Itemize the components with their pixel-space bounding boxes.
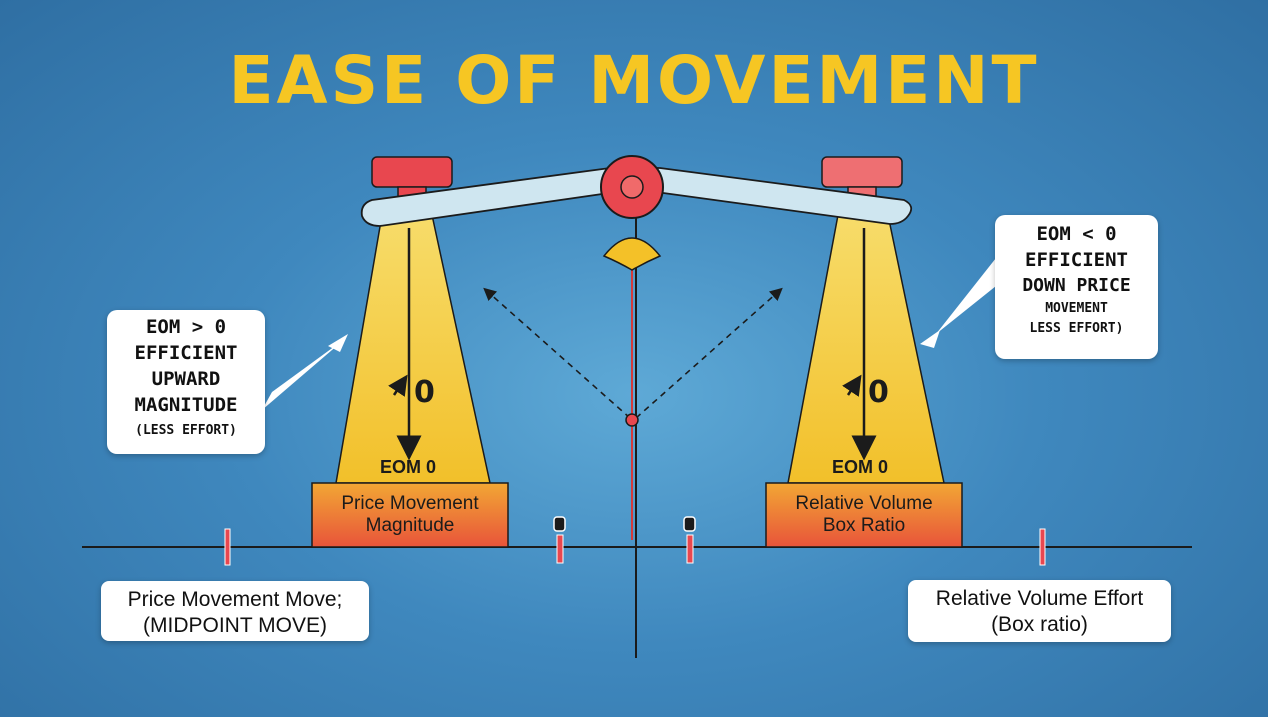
bottom-left-note: Price Movement Move; (MIDPOINT MOVE) xyxy=(101,581,369,641)
right-arrow-zero-label: 0 xyxy=(868,375,889,410)
right-callout-line: MOVEMENT xyxy=(1045,301,1108,316)
axis-tick xyxy=(686,534,694,564)
pivot-hub xyxy=(620,175,644,199)
right-callout: EOM < 0 EFFICIENT DOWN PRICE MOVEMENT LE… xyxy=(995,215,1158,359)
left-box-label-line1: Price Movement xyxy=(341,493,479,514)
center-point xyxy=(625,413,639,427)
axis-tick xyxy=(556,534,564,564)
dashed-arrow-left xyxy=(483,287,631,419)
right-small-up-arrow xyxy=(842,374,862,397)
right-box-label-line2: Box Ratio xyxy=(822,515,906,536)
left-arrow-zero-label: 0 xyxy=(414,375,435,410)
right-pillar xyxy=(787,214,945,484)
right-callout-line: EFFICIENT xyxy=(1025,249,1128,271)
right-callout-line: EOM < 0 xyxy=(1036,223,1117,245)
left-small-up-arrow xyxy=(388,374,408,397)
left-box-label: Price Movement Magnitude xyxy=(312,493,508,537)
left-callout-pointer xyxy=(262,338,346,410)
bottom-left-note-line2: (MIDPOINT MOVE) xyxy=(143,614,327,637)
right-callout-line: LESS EFFORT) xyxy=(1029,321,1124,336)
left-pillar xyxy=(335,214,491,484)
right-callout-pointer xyxy=(936,258,1006,334)
left-pan-top xyxy=(371,156,453,188)
left-callout-pointer-head xyxy=(328,334,348,352)
left-callout: EOM > 0 EFFICIENT UPWARD MAGNITUDE (LESS… xyxy=(107,310,265,454)
left-callout-line: EFFICIENT xyxy=(134,342,238,364)
right-pan-top xyxy=(821,156,903,188)
left-eom-label: EOM 0 xyxy=(380,457,437,477)
page-title: EASE OF MOVEMENT xyxy=(228,42,1040,119)
dashed-arrow-right xyxy=(635,287,783,419)
right-box-label: Relative Volume Box Ratio xyxy=(766,493,962,537)
left-callout-line: EOM > 0 xyxy=(145,316,227,338)
left-callout-line: (LESS EFFORT) xyxy=(135,423,237,438)
bottom-right-note-line2: (Box ratio) xyxy=(991,613,1088,636)
bottom-right-note: Relative Volume Effort (Box ratio) xyxy=(908,580,1171,642)
axis-tick xyxy=(1039,528,1046,566)
right-eom-label: EOM 0 xyxy=(832,457,889,477)
bottom-left-note-line1: Price Movement Move; xyxy=(127,588,343,611)
right-callout-line: DOWN PRICE xyxy=(1022,275,1131,296)
small-marker-icon xyxy=(553,516,566,532)
pivot-pointer xyxy=(602,237,662,271)
right-box-label-line1: Relative Volume xyxy=(795,493,933,514)
left-callout-line: UPWARD xyxy=(151,368,221,390)
bottom-right-note-line1: Relative Volume Effort xyxy=(935,587,1144,610)
left-base-box xyxy=(311,482,509,548)
right-callout-pointer-head xyxy=(920,330,940,348)
left-callout-line: MAGNITUDE xyxy=(134,394,238,416)
axis-tick xyxy=(224,528,231,566)
left-box-label-line2: Magnitude xyxy=(365,515,455,536)
right-base-box xyxy=(765,482,963,548)
small-marker-icon xyxy=(683,516,696,532)
